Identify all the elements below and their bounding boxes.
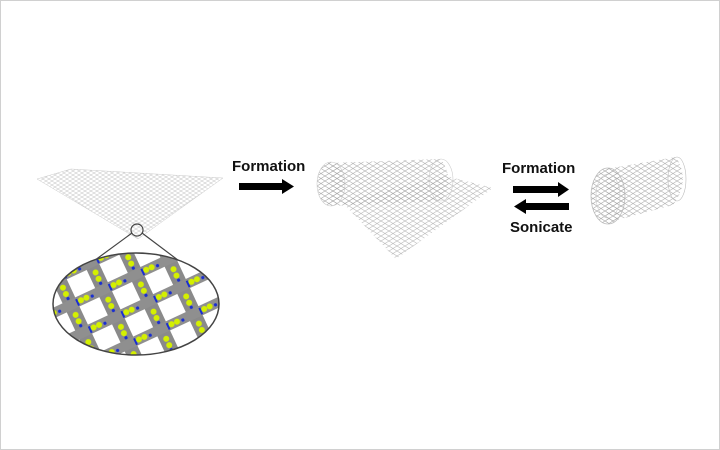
- flat-sheet: [36, 168, 224, 240]
- formation-label: Formation: [232, 158, 306, 175]
- rolling-sheet: [316, 158, 493, 259]
- arrow-formation: [239, 179, 294, 194]
- nanotube: [590, 156, 687, 225]
- formation-forward-label: Formation: [502, 160, 576, 177]
- reversible-arrows: [513, 182, 569, 214]
- magnified-framework: [52, 223, 220, 356]
- sonicate-label: Sonicate: [510, 219, 573, 236]
